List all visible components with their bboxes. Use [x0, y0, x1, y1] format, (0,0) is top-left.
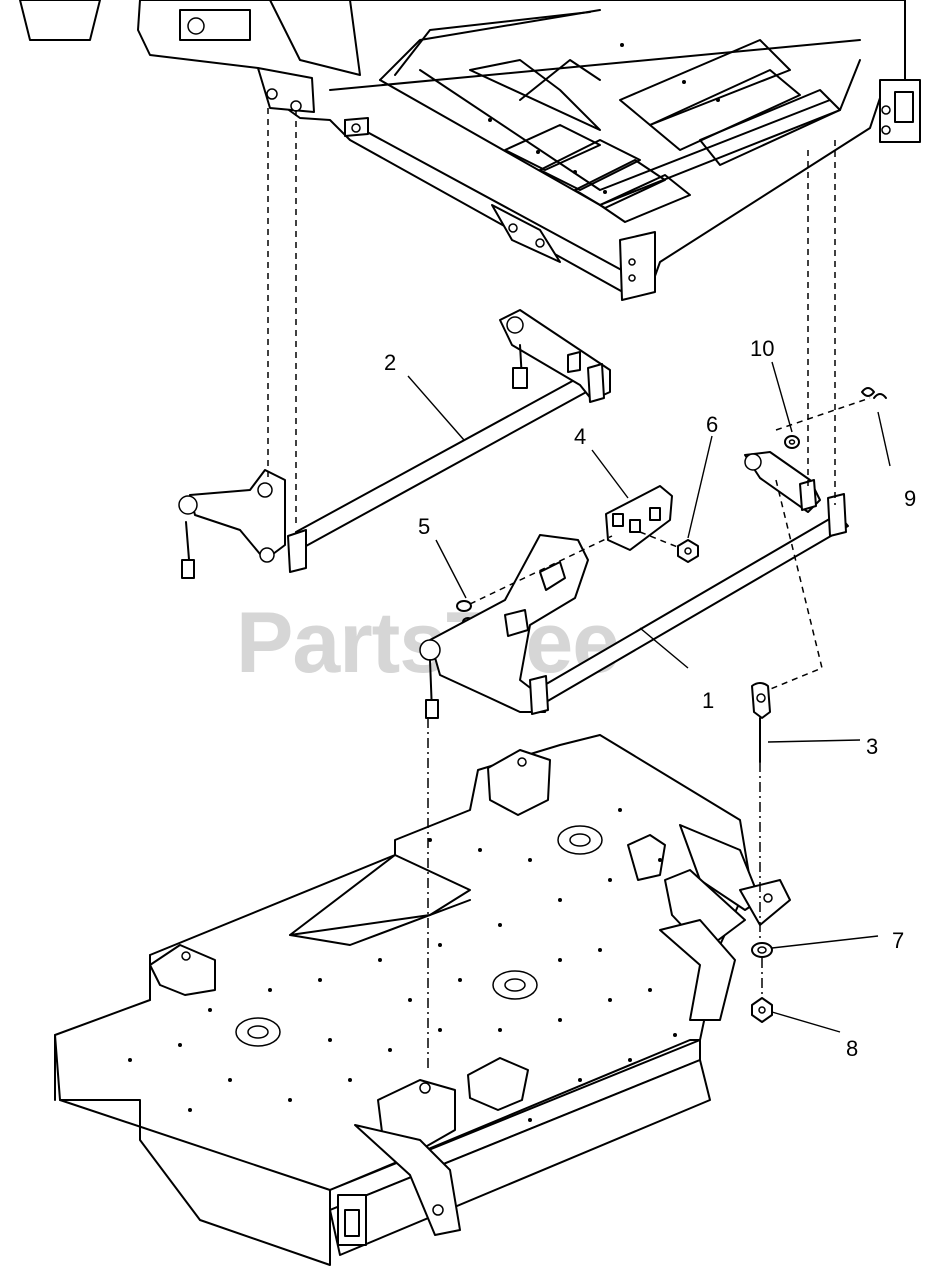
nut-6: [677, 539, 699, 563]
pivot-bracket: [605, 485, 673, 551]
leader-lines: [407, 361, 891, 1033]
front-lift-bar: [419, 451, 849, 719]
callout-2: 2: [384, 350, 396, 375]
callout-7: 7: [892, 928, 904, 953]
assembly-lines: [267, 108, 871, 1070]
clip-9: [861, 387, 887, 399]
link-rod-3: [751, 682, 771, 763]
deck-plate: [54, 734, 791, 1266]
callouts: 1 2 3 4 5 6 7 8 9 10: [384, 336, 916, 1061]
callout-6: 6: [706, 412, 718, 437]
nut-8: [751, 997, 773, 1023]
rear-lift-bar: [178, 309, 611, 579]
frame-assembly: [19, 0, 921, 301]
callout-8: 8: [846, 1036, 858, 1061]
callout-3: 3: [866, 734, 878, 759]
washer-10: [784, 435, 800, 449]
callout-9: 9: [904, 486, 916, 511]
callout-1: 1: [702, 688, 714, 713]
callout-10: 10: [750, 336, 774, 361]
callout-5: 5: [418, 514, 430, 539]
callout-4: 4: [574, 424, 586, 449]
washer-7: [751, 942, 773, 958]
